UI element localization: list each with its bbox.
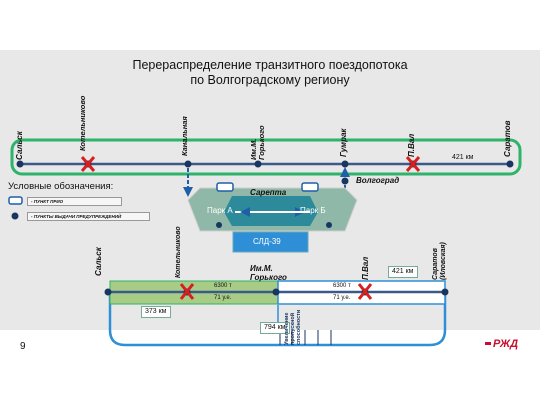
logo-bar: [485, 342, 491, 345]
bottom-route-loop: [108, 292, 447, 347]
top-station-gorkogo: Им.М. Горького: [249, 125, 266, 160]
bottom-station-dot: [104, 288, 112, 296]
top-station-dot: [16, 160, 24, 168]
volgograd-dot: [341, 177, 349, 185]
warn-dot-2: [326, 222, 332, 228]
top-station-dot: [341, 160, 349, 168]
sld-box: [232, 231, 309, 253]
bottom-station-dot: [441, 288, 449, 296]
bottom-station-kotelnikovo: Котельниково: [175, 226, 182, 278]
footer-band: [0, 330, 540, 405]
header-band: [0, 0, 540, 50]
right-tons: 6300 т: [333, 283, 351, 289]
bottom-km-794: 794 км: [260, 322, 290, 334]
legend-item-prio: - ПУНКТ ПРИО: [27, 197, 122, 206]
park-a-label: Парк А: [207, 206, 233, 215]
top-station-kanalnaya: Канальная: [180, 116, 189, 156]
sarepta-label: Сарепта: [250, 188, 287, 197]
top-station-dot: [254, 160, 262, 168]
legend-title: Условные обозначения:: [8, 181, 114, 192]
legend-prio-swatch: [8, 196, 23, 205]
top-station-kotelnikovo: Котельниково: [78, 95, 87, 151]
rzd-logo: РЖД: [493, 338, 519, 350]
top-km-label: 421 км: [452, 154, 474, 161]
bottom-station-salsk: Сальск: [94, 247, 103, 276]
prio-box-2: [301, 182, 319, 192]
title-line-2: по Волгоградскому региону: [190, 73, 350, 87]
top-station-saratov: Саратов: [503, 120, 512, 158]
legend-warn-swatch: [11, 212, 19, 220]
bottom-km-421: 421 км: [388, 266, 418, 278]
bottom-station-pval: П.Вал: [361, 256, 370, 280]
bottom-station-dot: [272, 288, 280, 296]
volgograd-label: Волгоград: [356, 176, 400, 185]
top-station-dot: [184, 160, 192, 168]
top-cross-2: [405, 156, 421, 172]
top-station-pval: П.Вал: [407, 133, 416, 157]
right-units: 71 у.е.: [333, 295, 351, 301]
park-b-label: Парк Б: [300, 206, 326, 215]
sld-label: СЛД-39: [253, 237, 281, 246]
top-station-gumrak: Гумрак: [339, 128, 348, 157]
top-station-salsk: Сальск: [15, 131, 24, 160]
left-units: 71 у.е.: [214, 295, 232, 301]
page-number: 9: [20, 341, 26, 352]
bottom-cross-2: [357, 283, 373, 300]
bottom-rotated-note: Увеличение пропускной способности: [284, 309, 302, 345]
top-station-dot: [506, 160, 514, 168]
bottom-station-gorkogo: Им.М. Горького: [250, 264, 287, 282]
title-line-1: Перераспределение транзитного поездопото…: [132, 58, 408, 72]
top-route-frame: [10, 138, 522, 176]
legend-item-warn: - ПУНКТЫ ВЫДАЧИ ПРЕДУПРЕЖДЕНИЙ: [27, 212, 150, 221]
top-cross-1: [80, 156, 96, 172]
slide-title: Перераспределение транзитного поездопото…: [100, 58, 440, 88]
bottom-station-saratov: Саратов (Иловская): [432, 242, 447, 280]
bottom-km-373: 373 км: [141, 306, 171, 318]
warn-dot-1: [216, 222, 222, 228]
bottom-cross-1: [179, 283, 195, 300]
left-tons: 6300 т: [214, 283, 232, 289]
prio-box-1: [216, 182, 234, 192]
